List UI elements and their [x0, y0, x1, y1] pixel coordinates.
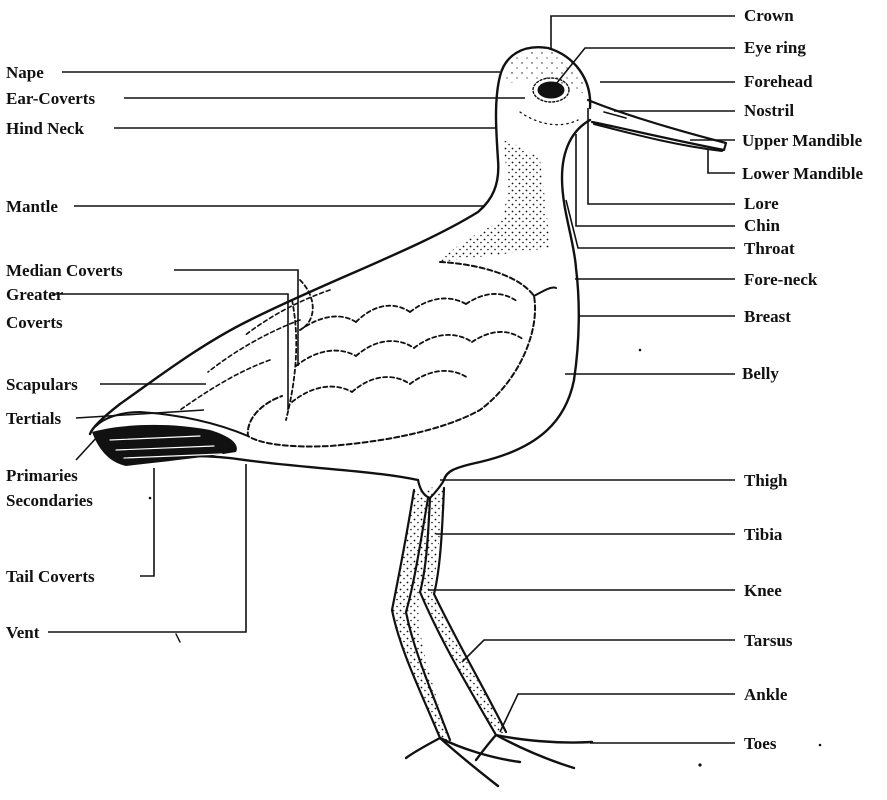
label-forehead: Forehead — [744, 72, 813, 91]
label-primaries: Primaries — [6, 466, 78, 485]
upper-mandible-shape — [588, 100, 726, 150]
leader-ankle — [500, 694, 735, 732]
label-belly: Belly — [742, 364, 779, 383]
label-vent: Vent — [6, 623, 40, 642]
label-chin: Chin — [744, 216, 780, 235]
stray-dot — [819, 744, 822, 747]
label-greater-coverts-1: Greater — [6, 285, 64, 304]
leg-stipple — [392, 486, 506, 740]
stray-dot — [698, 763, 701, 766]
label-tarsus: Tarsus — [744, 631, 793, 650]
eye — [538, 82, 564, 98]
neck-stipple — [440, 140, 550, 262]
leader-vent — [48, 464, 246, 632]
label-mantle: Mantle — [6, 197, 58, 216]
leader-primaries — [76, 436, 98, 460]
stray-dot — [639, 349, 642, 352]
toes-shape — [406, 735, 592, 786]
leader-greater-coverts — [52, 294, 288, 410]
wing-edge-top — [534, 287, 556, 296]
label-secondaries: Secondaries — [6, 491, 93, 510]
label-tertials: Tertials — [6, 409, 61, 428]
label-lower-mandible: Lower Mandible — [742, 164, 864, 183]
label-crown: Crown — [744, 6, 794, 25]
leader-tarsus — [462, 640, 735, 662]
labels-left: Nape Ear-Coverts Hind Neck Mantle Median… — [6, 63, 123, 642]
cheek-dots — [520, 112, 578, 125]
leader-lower-mandible — [708, 150, 735, 173]
label-ear-coverts: Ear-Coverts — [6, 89, 95, 108]
stray-dot — [149, 497, 152, 500]
label-fore-neck: Fore-neck — [744, 270, 818, 289]
label-eye-ring: Eye ring — [744, 38, 806, 57]
label-toes: Toes — [744, 734, 777, 753]
leader-lines — [48, 16, 735, 743]
leader-throat — [566, 200, 735, 248]
bird-illustration — [90, 47, 821, 786]
label-thigh: Thigh — [744, 471, 788, 490]
label-nostril: Nostril — [744, 101, 794, 120]
label-tibia: Tibia — [744, 525, 783, 544]
leader-lore — [588, 108, 735, 204]
label-lore: Lore — [744, 194, 779, 213]
label-greater-coverts-2: Coverts — [6, 313, 63, 332]
label-upper-mandible: Upper Mandible — [742, 131, 863, 150]
stray-tick — [176, 634, 180, 642]
label-scapulars: Scapulars — [6, 375, 78, 394]
label-median-coverts: Median Coverts — [6, 261, 123, 280]
leader-tail-coverts — [140, 468, 154, 576]
wing-outline — [248, 262, 535, 447]
label-nape: Nape — [6, 63, 44, 82]
label-throat: Throat — [744, 239, 795, 258]
leader-eye-ring — [556, 48, 735, 84]
leader-crown — [551, 16, 735, 50]
label-ankle: Ankle — [744, 685, 788, 704]
label-tail-coverts: Tail Coverts — [6, 567, 95, 586]
labels-right: Crown Eye ring Forehead Nostril Upper Ma… — [742, 6, 864, 753]
wing-feather-scallops — [286, 280, 524, 420]
label-breast: Breast — [744, 307, 791, 326]
label-knee: Knee — [744, 581, 782, 600]
primaries-shape — [92, 425, 237, 466]
label-hind-neck: Hind Neck — [6, 119, 84, 138]
